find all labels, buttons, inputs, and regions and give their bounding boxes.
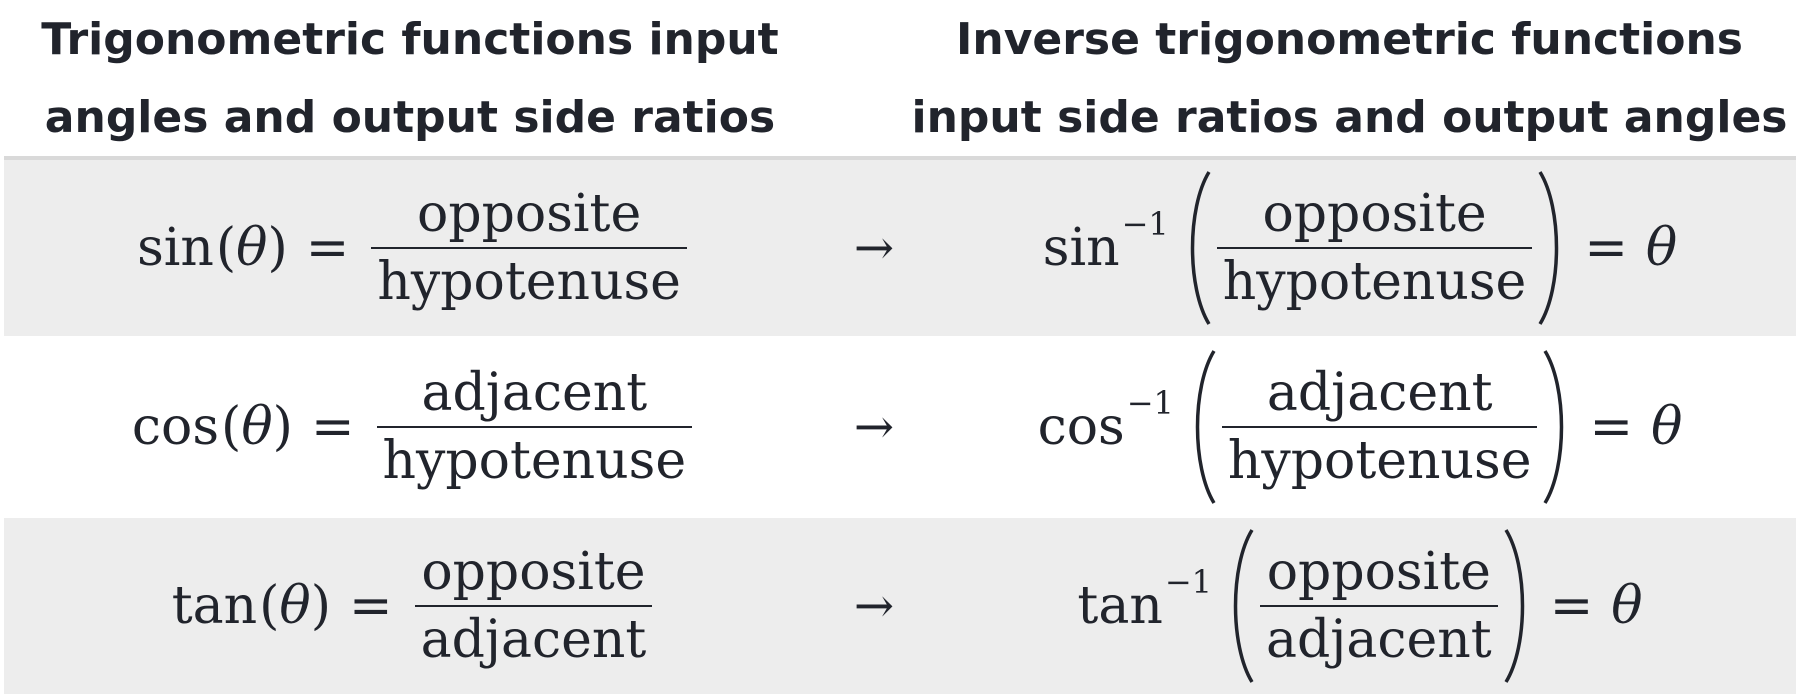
table-row: cos(θ) = adjacent hypotenuse → cos−1 adj… [4, 339, 1796, 515]
right-paren-icon [1541, 347, 1571, 507]
arrow: → [824, 339, 924, 515]
fraction-bar [1259, 605, 1498, 607]
open-paren: ( [221, 397, 242, 457]
close-paren: ) [310, 576, 331, 636]
ratio-fraction: adjacent hypotenuse [1221, 360, 1538, 494]
equals-sign: = [305, 218, 350, 278]
function-name: sin [1042, 218, 1120, 278]
ratio-fraction: opposite hypotenuse [371, 181, 687, 315]
ratio-fraction: opposite adjacent [1259, 539, 1498, 673]
arrow: → [824, 518, 924, 694]
numerator: opposite [417, 184, 642, 244]
inverse-exponent: −1 [1126, 384, 1174, 422]
function-name: cos [1037, 397, 1125, 457]
inverse-trig-equation: sin−1 opposite hypotenuse = θ [924, 160, 1796, 336]
right-paren-icon [1502, 526, 1532, 686]
table-row: sin(θ) = opposite hypotenuse → sin−1 opp… [4, 160, 1796, 336]
inverse-exponent: −1 [1164, 563, 1212, 601]
close-paren: ) [267, 218, 288, 278]
inverse-trig-equation: tan−1 opposite adjacent = θ [924, 518, 1796, 694]
header-trig-functions: Trigonometric functions input angles and… [0, 0, 820, 158]
header-line: input side ratios and output angles [911, 92, 1788, 143]
header-line: Trigonometric functions input [41, 14, 779, 65]
open-paren: ( [215, 218, 237, 278]
numerator: opposite [1266, 542, 1491, 602]
fraction-bar [1216, 247, 1533, 249]
left-paren-icon [1226, 526, 1256, 686]
numerator: adjacent [1266, 363, 1493, 423]
theta: θ [279, 576, 311, 636]
denominator: hypotenuse [1222, 252, 1527, 312]
equals-sign: = [310, 397, 355, 457]
close-paren: ) [272, 397, 293, 457]
denominator: hypotenuse [1227, 431, 1532, 491]
denominator: adjacent [420, 610, 647, 670]
right-paren-icon [1536, 168, 1566, 328]
numerator: opposite [1262, 184, 1487, 244]
function-name: sin [137, 218, 214, 278]
table-row: tan(θ) = opposite adjacent → tan−1 oppos… [4, 518, 1796, 694]
fraction-bar [376, 426, 693, 428]
ratio-fraction: opposite hypotenuse [1216, 181, 1533, 315]
function-name: tan [1077, 576, 1163, 636]
trig-equation: cos(θ) = adjacent hypotenuse [4, 339, 824, 515]
numerator: adjacent [421, 363, 648, 423]
ratio-fraction: adjacent hypotenuse [376, 360, 693, 494]
inverse-exponent: −1 [1121, 205, 1169, 243]
denominator: adjacent [1265, 610, 1492, 670]
fraction-bar [371, 247, 687, 249]
equals-sign: = [1549, 576, 1594, 636]
trig-equation: tan(θ) = opposite adjacent [4, 518, 824, 694]
header-line: angles and output side ratios [44, 92, 776, 143]
denominator: hypotenuse [382, 431, 687, 491]
header-line: Inverse trigonometric functions [956, 14, 1743, 65]
fraction-bar [414, 605, 653, 607]
right-arrow-icon: → [853, 578, 895, 634]
open-paren: ( [259, 576, 280, 636]
function-name: tan [171, 576, 258, 636]
denominator: hypotenuse [377, 252, 681, 312]
numerator: opposite [421, 542, 646, 602]
inverse-trig-equation: cos−1 adjacent hypotenuse = θ [924, 339, 1796, 515]
equals-sign: = [1584, 218, 1628, 278]
equals-sign: = [1589, 397, 1634, 457]
function-name: cos [131, 397, 220, 457]
theta: θ [236, 218, 268, 278]
arrow: → [824, 160, 924, 336]
trig-equation: sin(θ) = opposite hypotenuse [4, 160, 824, 336]
left-paren-icon [1183, 168, 1213, 328]
right-arrow-icon: → [853, 399, 895, 455]
ratio-fraction: opposite adjacent [414, 539, 653, 673]
theta: θ [241, 397, 273, 457]
theta: θ [1611, 576, 1643, 636]
fraction-bar [1221, 426, 1538, 428]
theta: θ [1645, 218, 1678, 278]
header-divider [4, 156, 1796, 160]
theta: θ [1651, 397, 1683, 457]
right-arrow-icon: → [853, 220, 895, 276]
left-paren-icon [1188, 347, 1218, 507]
equals-sign: = [349, 576, 393, 636]
header-inverse-trig-functions: Inverse trigonometric functions input si… [900, 0, 1799, 158]
